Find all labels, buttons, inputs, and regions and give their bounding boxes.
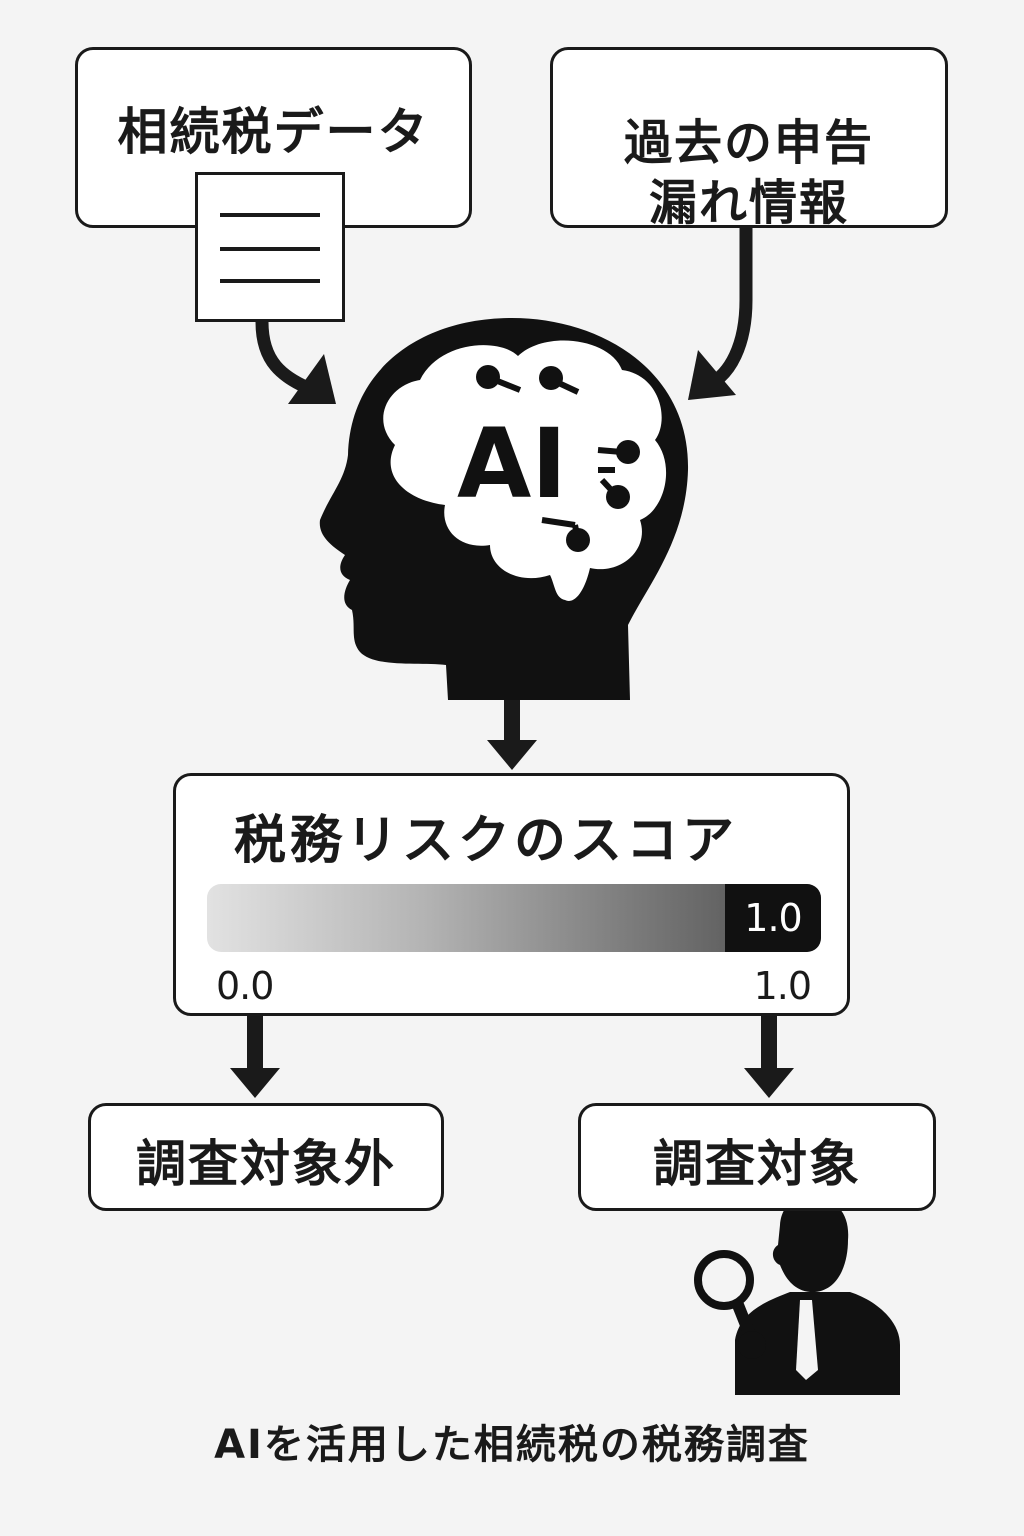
risk-score-min-label: 0.0 xyxy=(216,964,274,1008)
investigation-target-box: 調査対象 xyxy=(578,1103,936,1211)
diagram-caption: AIを活用した相続税の税務調査 xyxy=(214,1422,810,1468)
tax-risk-score-box: 税務リスクのスコア 1.0 0.0 1.0 xyxy=(173,773,850,1016)
arrow-omission-to-ai xyxy=(704,228,753,391)
past-omission-info-box: 過去の申告 漏れ情報 xyxy=(550,47,948,231)
risk-score-indicator: 1.0 xyxy=(725,884,821,952)
tax-risk-score-title: 税務リスクのスコア xyxy=(234,811,739,871)
risk-score-value: 1.0 xyxy=(744,896,802,940)
risk-score-bar: 1.0 xyxy=(207,884,821,952)
arrow-ai-to-score xyxy=(504,700,520,744)
arrowhead-score-to-not-target xyxy=(230,1068,280,1098)
past-omission-info-line1: 過去の申告 xyxy=(623,115,874,171)
arrow-score-to-target xyxy=(761,1016,777,1072)
ai-brain-head-icon: AI xyxy=(319,318,689,700)
document-icon xyxy=(195,172,345,322)
risk-score-max-label: 1.0 xyxy=(753,964,812,1008)
arrowhead-ai-to-score xyxy=(487,740,537,770)
investigator-icon xyxy=(694,1198,900,1395)
inheritance-tax-data-label: 相続税データ xyxy=(117,103,430,161)
past-omission-info-line2: 漏れ情報 xyxy=(648,175,849,231)
investigation-target-label: 調査対象 xyxy=(653,1135,861,1193)
arrowhead-omission-to-ai xyxy=(688,350,736,400)
arrowhead-data-to-ai xyxy=(288,354,336,404)
arrow-score-to-not-target xyxy=(247,1016,263,1072)
ai-label: AI xyxy=(457,408,567,520)
not-investigation-target-label: 調査対象外 xyxy=(136,1135,396,1193)
not-investigation-target-box: 調査対象外 xyxy=(88,1103,444,1211)
arrowhead-score-to-target xyxy=(744,1068,794,1098)
